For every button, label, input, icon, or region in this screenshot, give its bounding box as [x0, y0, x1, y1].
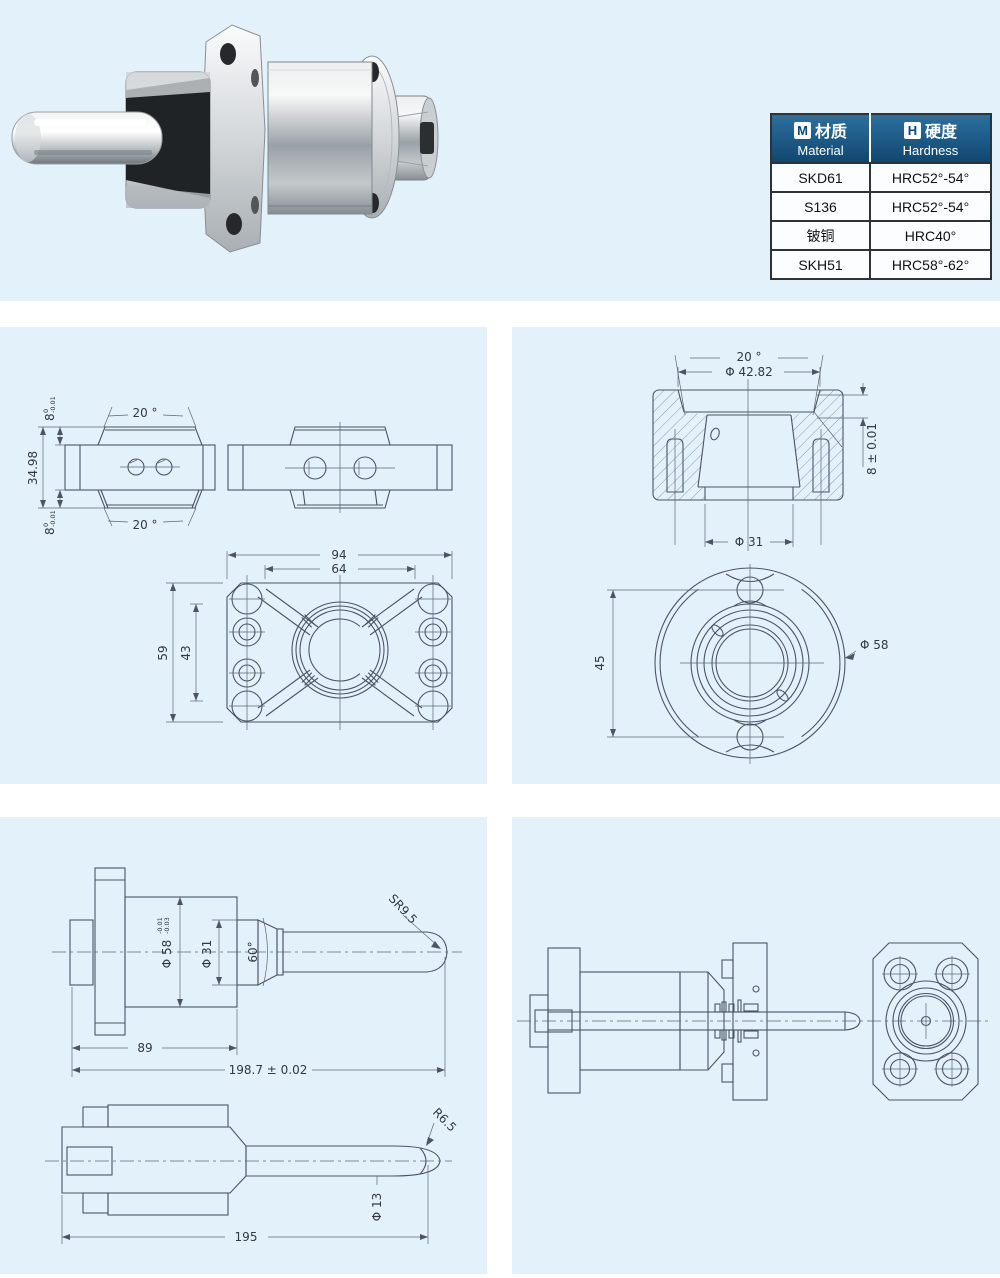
flange-dimensions: 45 Φ 58 — [593, 590, 889, 737]
assembly-section-view — [517, 942, 990, 1101]
material-column-header: M 材质 Material — [770, 113, 871, 164]
dim-mouth-dia: Φ 42.82 — [725, 365, 773, 379]
hardness-header-cn: 硬度 — [924, 124, 957, 141]
svg-text:8: 8 — [43, 527, 57, 535]
photo-core-pin — [11, 111, 163, 165]
material-cell: S136 — [770, 191, 871, 222]
dim-bore-dia: Φ 31 — [735, 535, 764, 549]
svg-text:0: 0 — [42, 409, 50, 413]
svg-text:Φ 58: Φ 58 — [160, 940, 174, 969]
material-cell: SKD61 — [770, 162, 871, 193]
dim-59: 59 — [156, 645, 170, 660]
dim-dia13: Φ 13 — [370, 1193, 384, 1222]
drawing-panel-clamp: 20 ° 8 0 -0.01 34.98 — [0, 327, 487, 784]
pin-side-dimensions: Φ 58 -0.01 -0.03 Φ 31 60° SR9.5 — [71, 891, 446, 1077]
plate-dimensions: 94 64 59 43 — [156, 548, 453, 723]
hardness-cell: HRC52°-54° — [869, 191, 992, 222]
material-cell: SKH51 — [770, 249, 871, 280]
hardness-badge-icon: H — [903, 121, 921, 139]
dim-195: 195 — [235, 1230, 258, 1244]
dim-angle: 20 ° — [736, 350, 761, 364]
clamp-front-dimensions: 20 ° 8 0 -0.01 34.98 — [26, 396, 197, 535]
dim-94: 94 — [331, 548, 346, 562]
assembly-drawing — [517, 942, 990, 1101]
dim-8-top: 8 0 -0.01 — [42, 396, 57, 421]
pin-section-view — [45, 1104, 452, 1216]
dim-depth: 8 ± 0.01 — [865, 423, 879, 475]
svg-text:-0.01: -0.01 — [49, 510, 57, 527]
svg-text:-0.01: -0.01 — [156, 917, 164, 934]
material-badge-icon: M — [793, 121, 811, 139]
product-photo — [11, 24, 439, 253]
dim-8-bottom: 8 0 -0.01 — [42, 510, 57, 535]
dim-89: 89 — [137, 1041, 152, 1055]
clamp-side-view — [227, 422, 453, 513]
section-drawing: 20 ° Φ 42.82 8 ± 0.01 — [593, 350, 889, 764]
dim-43: 43 — [179, 645, 193, 660]
dim-height: 34.98 — [26, 451, 40, 485]
table-row: SKD61 HRC52°-54° — [770, 162, 992, 193]
pin-side-view — [52, 867, 462, 1036]
dim-r65: R6.5 — [430, 1105, 459, 1134]
dim-dia58: Φ 58 -0.01 -0.03 — [156, 917, 174, 968]
svg-text:0: 0 — [42, 523, 50, 527]
dim-angle-top: 20 ° — [132, 406, 157, 420]
materials-table: M 材质 Material H 硬度 Hardness — [770, 113, 992, 280]
clamp-drawing: 20 ° 8 0 -0.01 34.98 — [26, 396, 453, 730]
dim-angle-bottom: 20 ° — [132, 518, 157, 532]
pin-drawing: Φ 58 -0.01 -0.03 Φ 31 60° SR9.5 — [45, 867, 462, 1244]
material-header-en: Material — [797, 143, 844, 158]
dim-dia31: Φ 31 — [200, 940, 214, 969]
hardness-cell: HRC52°-54° — [869, 162, 992, 193]
assembly-front-view — [872, 942, 979, 1101]
flange-face-view — [607, 564, 846, 764]
dim-sr: SR9.5 — [386, 891, 420, 926]
photo-hex-end — [387, 95, 439, 181]
dim-cone-angle: 60° — [246, 941, 260, 962]
pin-section-dimensions: R6.5 Φ 13 195 — [61, 1105, 459, 1244]
dim-58: Φ 58 — [860, 638, 889, 652]
dim-total-length: 198.7 ± 0.02 — [229, 1063, 308, 1077]
top-section: M 材质 Material H 硬度 Hardness — [0, 0, 1000, 301]
dim-64: 64 — [331, 562, 346, 576]
svg-text:-0.01: -0.01 — [49, 396, 57, 413]
table-row: 铍铜 HRC40° — [770, 220, 992, 251]
svg-text:8: 8 — [43, 413, 57, 421]
photo-square-plate — [201, 24, 266, 253]
table-row: S136 HRC52°-54° — [770, 191, 992, 222]
hardness-header-en: Hardness — [902, 143, 959, 158]
drawing-panel-assembly — [512, 817, 1000, 1274]
material-cell: 铍铜 — [770, 220, 871, 251]
clamp-front-view — [64, 426, 216, 509]
plate-top-view — [226, 575, 453, 730]
photo-body — [267, 61, 373, 215]
dim-45: 45 — [593, 655, 607, 670]
material-header-cn: 材质 — [814, 124, 847, 141]
hardness-column-header: H 硬度 Hardness — [870, 113, 992, 164]
table-row: SKH51 HRC58°-62° — [770, 249, 992, 280]
photo-collet-housing — [125, 71, 211, 209]
drawing-panel-section: 20 ° Φ 42.82 8 ± 0.01 — [512, 327, 1000, 784]
hardness-cell: HRC58°-62° — [869, 249, 992, 280]
section-cut-view — [652, 379, 844, 551]
hardness-cell: HRC40° — [869, 220, 992, 251]
svg-text:-0.03: -0.03 — [163, 917, 171, 934]
section-dimensions: 20 ° Φ 42.82 8 ± 0.01 — [674, 350, 879, 549]
drawing-panel-pin: Φ 58 -0.01 -0.03 Φ 31 60° SR9.5 — [0, 817, 487, 1274]
